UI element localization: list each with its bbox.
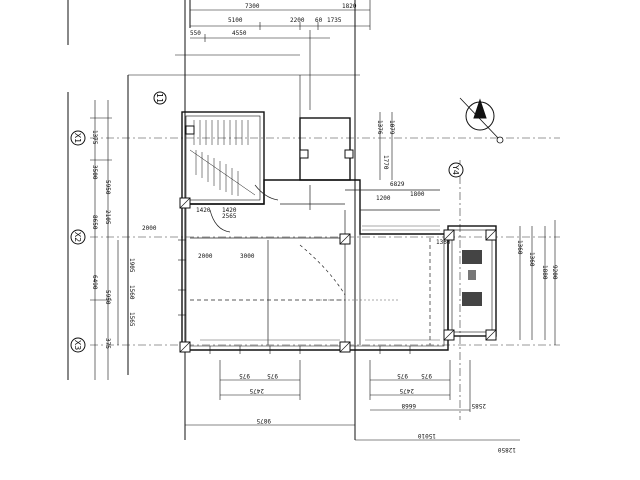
equipment-blocks xyxy=(462,250,482,306)
north-arrow-icon xyxy=(459,97,504,144)
dim-mid-1360: 1360 xyxy=(436,239,451,246)
grid-bubble-y4: Y4 xyxy=(448,162,464,178)
window-marks xyxy=(178,239,411,354)
dim-mid-2000a: 2000 xyxy=(198,253,213,260)
dim-left-6490: 6490 xyxy=(91,275,98,290)
dim-right-1079: 1079 xyxy=(388,120,395,135)
dim-bot-15010: 15010 xyxy=(418,432,436,439)
grid-label-y4: Y4 xyxy=(451,164,460,175)
dim-inner-1560: 1560 xyxy=(128,285,135,300)
dim-bot-975b: 975 xyxy=(267,372,278,379)
grid-bubble-x3: X3 xyxy=(70,337,86,353)
sheet-lines xyxy=(67,0,356,440)
dim-top-60: 60 xyxy=(315,17,323,24)
dim-top-2200: 2200 xyxy=(290,17,305,24)
dim-right-9200: 9200 xyxy=(551,265,558,280)
dim-mid-1200: 1200 xyxy=(376,195,391,202)
section-marker-label: 11 xyxy=(155,93,164,103)
dim-bot-2475a: 2475 xyxy=(249,387,264,394)
dim-mid-2000b: 2000 xyxy=(142,225,157,232)
stair-treads xyxy=(189,120,256,196)
dim-bot-2585: 2585 xyxy=(471,402,486,409)
grid-label-x3: X3 xyxy=(73,340,82,351)
dim-left-2105: 2105 xyxy=(104,210,111,225)
column-hatching xyxy=(179,197,497,353)
grid-label-x1: X1 xyxy=(73,133,82,144)
dim-mid-2565: 2565 xyxy=(222,213,237,220)
dim-top-1820: 1820 xyxy=(342,3,357,10)
dim-left-3500: 3500 xyxy=(91,165,98,180)
dim-right-1880: 1880 xyxy=(541,265,548,280)
dim-inner-1565: 1565 xyxy=(128,312,135,327)
dim-left-5950a: 5950 xyxy=(104,180,111,195)
dim-top-7300: 7300 xyxy=(245,3,260,10)
bottom-dimension-lines xyxy=(185,360,520,441)
dim-right-1360a: 1360 xyxy=(516,240,523,255)
dim-bot-975d: 975 xyxy=(421,372,432,379)
dim-inner-1905: 1905 xyxy=(128,258,135,273)
dim-right-1360b: 1360 xyxy=(528,252,535,267)
dim-mid-6829: 6829 xyxy=(390,181,405,188)
dim-mid-1800: 1800 xyxy=(410,191,425,198)
interior-partitions xyxy=(190,184,440,345)
annotation-ticks xyxy=(200,225,440,341)
top-dimension-lines xyxy=(128,0,371,120)
dim-top-4550: 4550 xyxy=(232,30,247,37)
dim-left-1375: 1375 xyxy=(91,130,98,145)
dim-left-375: 375 xyxy=(104,338,111,349)
dim-bot-2475b: 2475 xyxy=(399,387,414,394)
dim-bot-12850: 12850 xyxy=(498,446,516,453)
dim-left-8650: 8650 xyxy=(91,215,98,230)
dim-right-1770: 1770 xyxy=(382,155,389,170)
dim-mid-3000: 3000 xyxy=(240,253,255,260)
dim-bot-9875: 9875 xyxy=(256,417,271,424)
dim-top-5100: 5100 xyxy=(228,17,243,24)
grid-bubble-x2: X2 xyxy=(70,229,86,245)
dim-mid-1420b: 1420 xyxy=(222,207,237,214)
grid-bubble-x1: X1 xyxy=(70,130,86,146)
dim-bot-975a: 975 xyxy=(239,372,250,379)
dim-left-5950b: 5950 xyxy=(104,290,111,305)
grid-label-x2: X2 xyxy=(73,232,82,243)
dim-bot-6668: 6668 xyxy=(401,402,416,409)
section-marker: 11 xyxy=(153,91,167,105)
left-dimension-lines xyxy=(90,100,119,380)
dim-right-1376: 1376 xyxy=(376,120,383,135)
grid-axes xyxy=(90,137,560,420)
dim-mid-1420a: 1420 xyxy=(196,207,211,214)
dim-top-550: 550 xyxy=(190,30,201,37)
dim-bot-975c: 975 xyxy=(397,372,408,379)
dim-top-1735: 1735 xyxy=(327,17,342,24)
right-dimension-lines xyxy=(379,112,556,345)
